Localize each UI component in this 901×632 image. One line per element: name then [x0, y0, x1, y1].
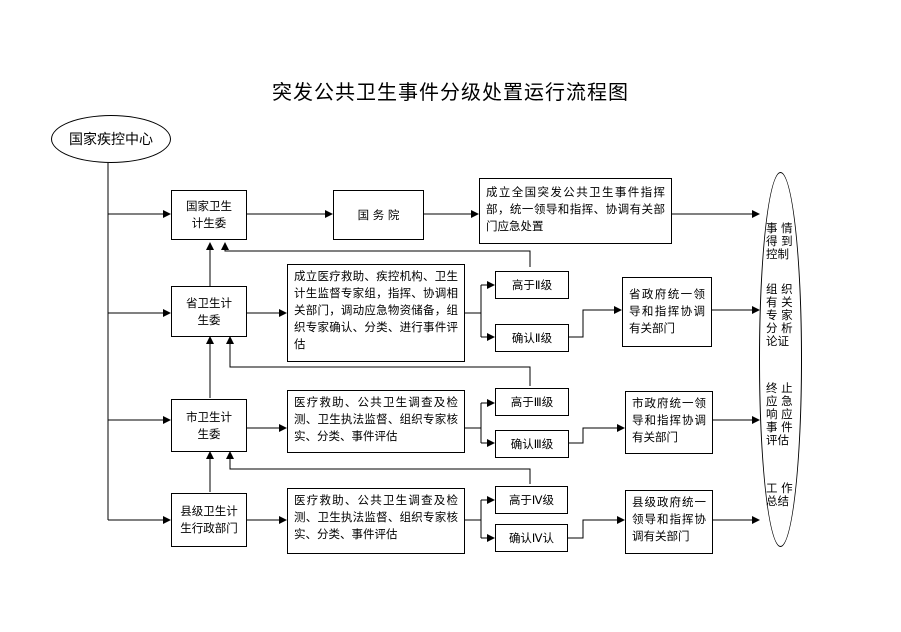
level3-confirm-box: 确认Ⅲ级 [495, 430, 569, 458]
level4-higher-box: 高于Ⅳ级 [495, 486, 568, 514]
cdc-node: 国家疾控中心 [51, 115, 171, 163]
level2-higher-box: 高于Ⅱ级 [495, 271, 569, 299]
city-actions-box: 医疗救助、公共卫生调查及检测、卫生执法监督、组织专家核实、分类、事件评估 [287, 390, 465, 453]
provincial-health-commission-box: 省卫生计 生委 [171, 286, 247, 337]
outcome-ellipse [759, 172, 802, 547]
outcome-summary: 工 作 总结 [766, 481, 793, 508]
outcome-expert-analysis: 组 织 有 关 专 家 分 析 论证 [766, 282, 793, 348]
page-title: 突发公共卫生事件分级处置运行流程图 [272, 80, 629, 104]
level3-higher-box: 高于Ⅲ级 [495, 388, 569, 416]
outcome-under-control: 事 情 得 到 控制 [766, 221, 793, 261]
national-health-commission-box: 国家卫生 计生委 [171, 190, 247, 240]
state-council-box: 国 务 院 [333, 190, 424, 240]
county-actions-box: 医疗救助、公共卫生调查及检测、卫生执法监督、组织专家核实、分类、事件评估 [287, 488, 465, 554]
level4-confirm-box: 确认Ⅳ认 [495, 524, 568, 552]
national-command-box: 成立全国突发公共卫生事件指挥部，统一领导和指挥、协调有关部门应急处置 [479, 178, 672, 244]
level2-confirm-box: 确认Ⅱ级 [495, 324, 569, 352]
county-government-box: 县级政府统一领导和指挥协调有关部门 [625, 490, 713, 554]
city-government-box: 市政府统一领导和指挥协调有关部门 [625, 391, 713, 454]
outcome-end-response: 终 止 应 急 响 应 事 件 评估 [766, 381, 793, 447]
provincial-actions-box: 成立医疗救助、疾控机构、卫生计生监督专家组，指挥、协调相关部门，调动应急物资储备… [287, 264, 465, 362]
city-health-commission-box: 市卫生计 生委 [171, 399, 247, 452]
county-health-department-box: 县级卫生计 生行政部门 [171, 493, 247, 547]
provincial-government-box: 省政府统一领导和指挥协调有关部门 [622, 277, 712, 347]
